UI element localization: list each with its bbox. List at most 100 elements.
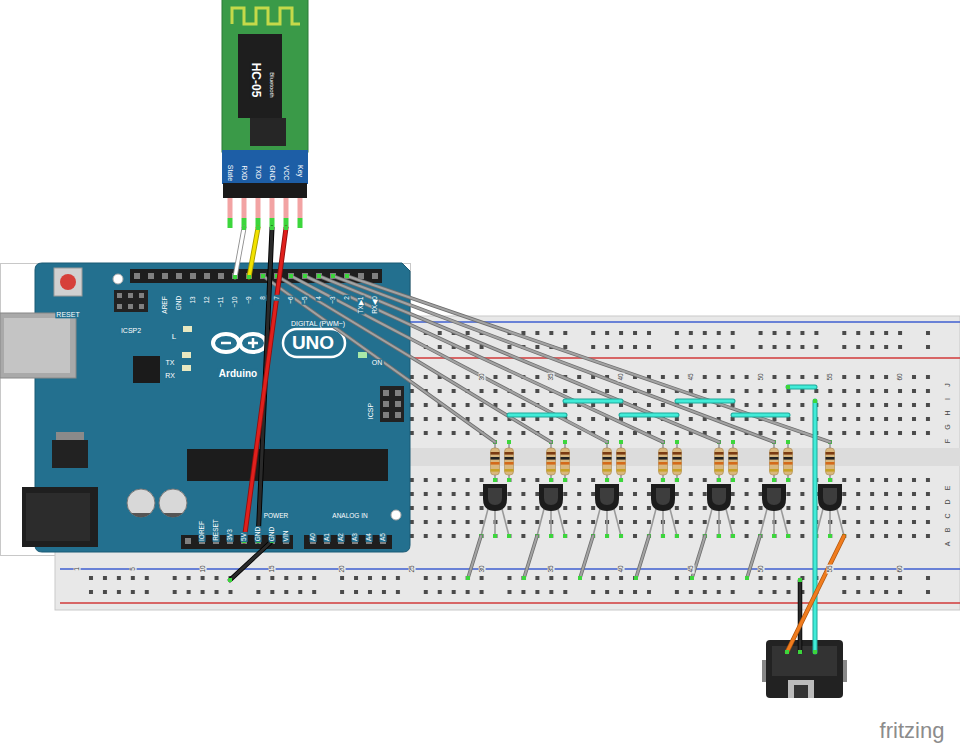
resistor-symbol: [561, 440, 570, 482]
transistor-symbol: [703, 484, 735, 538]
pin-label: A1: [324, 532, 331, 542]
antenna-trace: [232, 8, 300, 24]
connection-dot: [228, 274, 817, 654]
column-number: 20: [339, 564, 346, 573]
row-letter: F: [944, 438, 951, 444]
column-number: 50: [757, 564, 764, 573]
jack-body: [843, 660, 847, 682]
resistor-symbol: [505, 440, 514, 482]
pin-label: 12: [204, 295, 211, 304]
led: [182, 365, 191, 371]
header-pin: [395, 412, 401, 418]
pin-label: RXD: [240, 164, 247, 181]
pin-label: 8: [260, 295, 267, 301]
wire: [233, 226, 246, 279]
module-pin: [256, 198, 261, 218]
usb-chip: [133, 356, 160, 383]
pin-label: 7: [274, 295, 281, 301]
audio-wire: [787, 536, 844, 652]
header-pin: [128, 304, 133, 309]
capacitor: [131, 513, 151, 517]
resistor-symbol: [491, 440, 500, 482]
row-letter: A: [944, 541, 951, 548]
resistor-symbol: [617, 440, 626, 482]
pin-label: A0: [310, 532, 317, 542]
column-number: 45: [687, 372, 694, 381]
chip-marking: HC-05: [250, 62, 263, 99]
led-label: ON: [371, 359, 384, 366]
module-pin: [270, 198, 275, 218]
wire-core: [249, 228, 258, 277]
mounting-hole: [113, 274, 123, 284]
led-label: RX: [164, 372, 176, 379]
header-pin: [383, 390, 389, 396]
transistor-symbol: [535, 484, 567, 538]
column-number: 60: [897, 372, 904, 381]
rail-line: [60, 602, 960, 604]
wire: [242, 226, 288, 543]
power-jack: [22, 487, 98, 547]
column-number: 60: [897, 564, 904, 573]
wire-core: [244, 228, 286, 541]
capacitor: [127, 489, 155, 517]
pin-label: 5V: [241, 532, 248, 542]
row-letter: C: [944, 512, 951, 519]
chip-marking: Bluetooth: [269, 71, 275, 98]
led: [358, 352, 367, 358]
rail-line: [60, 568, 960, 570]
column-number: 15: [269, 564, 276, 573]
resistor-symbol: [603, 440, 612, 482]
logo: [221, 342, 231, 345]
header-pin: [128, 293, 133, 298]
row-letter: I: [944, 397, 951, 401]
module-pin: [298, 198, 303, 218]
icsp-header: [380, 386, 404, 422]
wire: [247, 226, 260, 279]
wire-outline: [249, 228, 258, 277]
column-number: 45: [687, 564, 694, 573]
pin-label: GND: [176, 295, 183, 311]
column-number: 50: [757, 372, 764, 381]
microcontroller: [187, 449, 388, 481]
watermark: fritzing: [879, 719, 946, 742]
module-pin: [242, 198, 247, 218]
column-number: 10: [199, 564, 206, 573]
led-label: L: [171, 333, 177, 341]
header-pin: [117, 293, 122, 298]
arduino-board: RESETICSP2AREFGND1312~11~10~987~6~54~32T…: [35, 263, 410, 553]
components: [479, 440, 846, 538]
logo: [240, 334, 266, 352]
column-number: 55: [827, 372, 834, 381]
jack-opening: [794, 685, 808, 698]
module-pin: [228, 198, 233, 218]
logo-text: Arduino: [218, 369, 258, 380]
button-label: RESET: [55, 311, 80, 318]
module-chip: [238, 34, 282, 118]
pin-label: ~3: [330, 295, 337, 304]
column-number: 55: [827, 564, 834, 573]
header-label: ANALOG IN: [331, 513, 368, 520]
column-number: 40: [618, 372, 625, 381]
wire-outline: [235, 228, 244, 277]
connection-dot: [233, 275, 237, 279]
pin-label: VCC: [282, 164, 289, 181]
row-letter: B: [944, 527, 951, 534]
capacitor: [163, 513, 183, 517]
logo-pill: [283, 329, 345, 357]
led: [183, 326, 192, 332]
row-letter: E: [944, 485, 951, 492]
ground-wire: [230, 541, 272, 580]
resistor-symbol: [826, 440, 835, 482]
header-label: ICSP: [367, 402, 374, 420]
resistor-symbol: [659, 440, 668, 482]
pin-label: VIN: [283, 529, 290, 542]
resistor-symbol: [547, 440, 556, 482]
jack-body: [772, 646, 837, 676]
resistor-symbol: [715, 440, 724, 482]
ground-wire: [798, 580, 803, 652]
row-letter: J: [944, 382, 951, 388]
row-letter: G: [944, 423, 951, 430]
pin-label: 3V3: [227, 528, 234, 542]
pin-label: ~9: [246, 295, 253, 304]
row-letter: H: [944, 409, 951, 416]
